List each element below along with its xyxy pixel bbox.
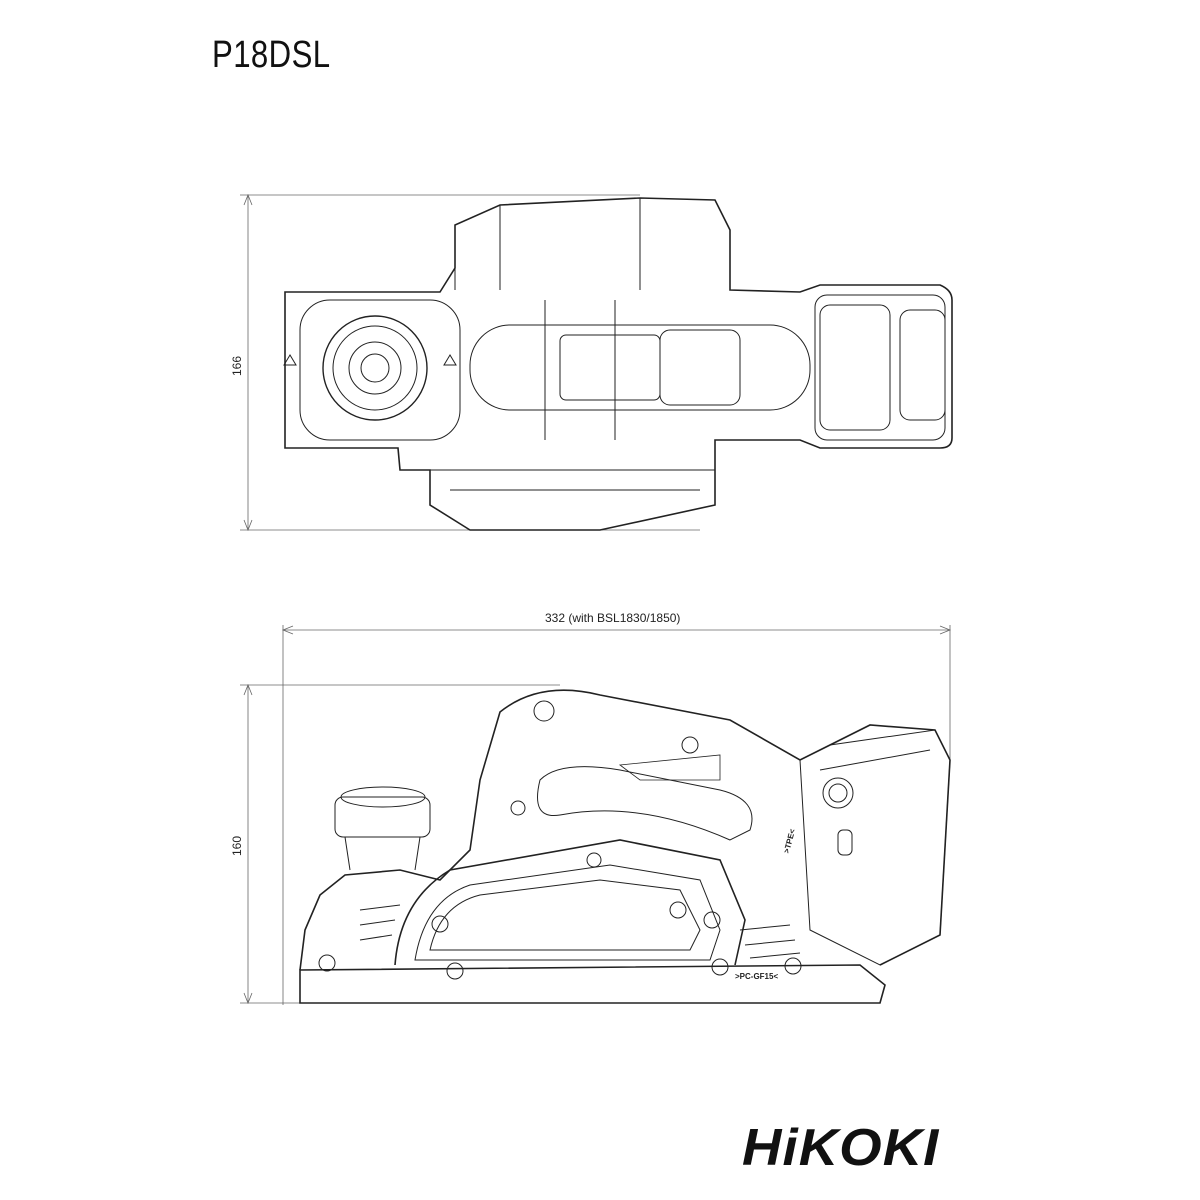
side-view-length-label: 332 (with BSL1830/1850): [545, 611, 681, 625]
base-marking: >PC-GF15<: [735, 972, 779, 981]
model-title: P18DSL: [212, 34, 331, 76]
top-view-height-label: 166: [230, 355, 244, 376]
hikoki-logo: HiKOKI: [742, 1119, 940, 1177]
side-view-height-dimension: [240, 683, 560, 1005]
side-view-drawing: [299, 689, 951, 1004]
side-view-length-dimension: [281, 625, 952, 1005]
side-view-height-label: 160: [230, 835, 244, 856]
top-view-drawing: [283, 197, 953, 531]
